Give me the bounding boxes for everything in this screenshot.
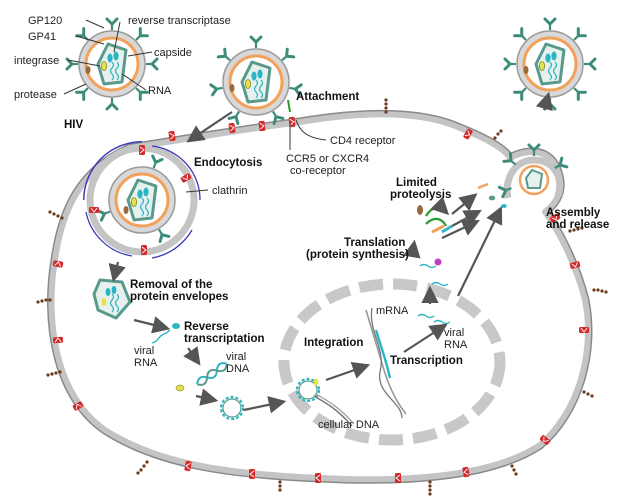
attaching-virion [209,35,303,125]
clathrin-pointer [185,189,209,193]
reverse-transcription-label-line2: transcriptation [184,333,265,345]
viral-dna-helix [196,362,228,386]
host-chromosome [365,307,407,419]
hiv-label: HIV [64,119,84,131]
integration-label: Integration [304,337,363,349]
viral-rna-label-line1: viral [134,345,154,357]
translation-label-line2: (protein synthesis) [306,249,409,261]
circular-viral-dna [219,395,245,421]
ccr5-label-line2: co-receptor [290,165,346,177]
viral-rna-label-line2: RNA [134,357,158,369]
transcription-label: Transcription [390,355,463,367]
pathway-arrows [108,91,553,414]
removal-label-line2: protein envelopes [130,291,228,303]
budding-virion [497,143,569,199]
translation-label-line1: Translation [344,237,405,249]
assembly-label-line1: Assembly [546,207,601,219]
hiv-virion [65,17,159,111]
virion-label-leaders [63,19,153,95]
assembly-label-line2: and release [546,219,609,231]
protease-label: protease [14,89,57,101]
reverse-transcriptase-label: reverse transcriptase [128,15,231,27]
viral-dna-label-line1: viral [226,351,246,363]
endocytosis-label: Endocytosis [194,157,262,169]
cd4-receptor-label: CD4 receptor [330,135,396,147]
gp41-label: GP41 [28,31,56,43]
clathrin-label: clathrin [212,185,247,197]
mrna-label: mRNA [376,305,409,317]
released-virion [503,17,597,111]
cd4-pointer [295,119,327,141]
cellular-dna-label: cellular DNA [318,419,380,431]
mrna-strands [417,263,451,325]
nucleus-envelope [278,278,506,446]
limited-proteolysis-label-line2: proteolysis [390,189,451,201]
membrane-glycoproteins [36,98,608,496]
limited-proteolysis-label-line1: Limited [396,177,437,189]
integrase-label: integrase [14,55,59,67]
coreceptor-binding [287,99,291,113]
polyprotein-cleavage [417,182,507,234]
endocytosis-vesicle [83,141,201,259]
capsid-label: capside [154,47,192,59]
integrating-dna [295,377,355,427]
integrase-enzyme [175,384,185,392]
removal-label-line1: Removal of the [130,279,212,291]
ribosome-marker [434,258,442,266]
viral-rna2-label-line2: RNA [444,339,468,351]
rna-label: RNA [148,85,172,97]
viral-rna2-label-line1: viral [444,327,464,339]
attachment-label: Attachment [296,91,359,103]
gp120-label: GP120 [28,15,62,27]
reverse-transcription-label-line1: Reverse [184,321,229,333]
viral-dna-label-line2: DNA [226,363,250,375]
ccr5-label-line1: CCR5 or CXCR4 [286,153,369,165]
